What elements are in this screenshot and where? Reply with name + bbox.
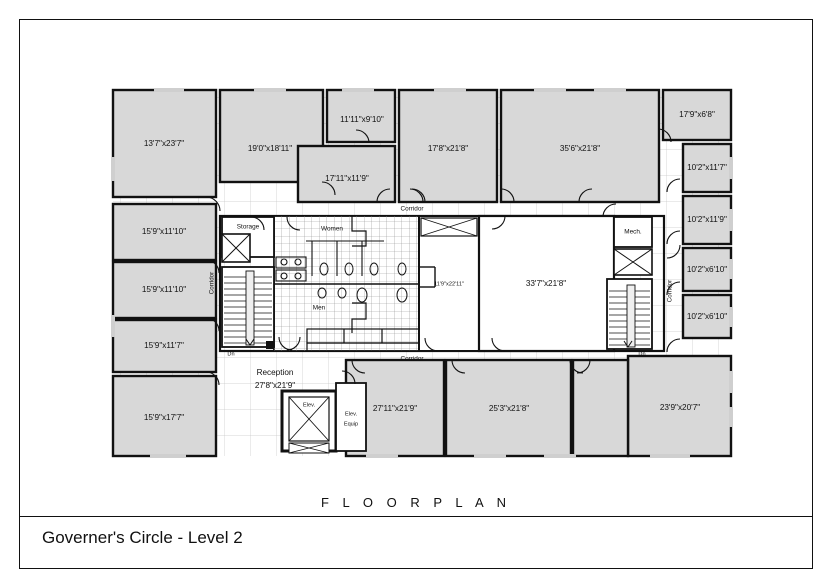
room-25-3x21-8 [444,358,573,458]
label-room-17-8x21-8: 17'8"x21'8" [428,144,468,153]
room-17-11x11-9 [296,144,397,204]
central-core [218,214,666,353]
rooms-left-column [111,88,218,458]
label-corridor-top: Corridor [400,206,424,213]
label-room-15-9x17-7: 15'9"x17'7" [144,413,184,422]
room-33-7x21-8 [477,214,616,353]
label-room-10-2x11-7: 10'2"x11'7" [687,163,727,172]
rooms-top-row [218,88,661,204]
label-reception-dim: 27'8"x21'9" [255,381,295,390]
room-10-2x6-10a [681,246,733,293]
label-reception-name: Reception [257,368,294,377]
room-23-9x20-7 [626,354,733,458]
label-room-10-2x11-9: 10'2"x11'9" [687,215,727,224]
room-35-6x21-8 [499,88,661,204]
label-stair-left-dn: Dn [227,351,234,357]
room-labels: 13'7"x23'7" 15'9"x11'10" 15'9"x11'10" 15… [142,110,727,427]
label-room-15-9x11-10b: 15'9"x11'10" [142,285,186,294]
sheet-title: Governer's Circle - Level 2 [42,528,243,547]
mech-room [613,216,653,248]
room-10-2x11-7 [681,142,733,194]
shaft-mid [420,217,478,237]
label-room-15-9x11-7: 15'9"x11'7" [144,341,184,350]
label-room-11-9x22-11: 11'9"x22'11" [434,281,464,287]
door-swings [205,128,681,386]
room-15-9x17-7 [111,374,218,458]
title-block-divider [20,516,812,517]
room-bottom-gap [571,358,630,458]
label-room-25-3x21-8: 25'3"x21'8" [489,404,529,413]
label-corridor-right: Corridor [667,280,674,302]
window-marks [111,88,733,458]
label-corridor-left: Corridor [209,272,216,294]
label-room-11-11x9-10: 11'11"x9'10" [340,115,384,124]
label-room-17-9x6-8: 17'9"x6'8" [679,110,715,119]
label-room-19-0x18-11: 19'0"x18'11" [248,144,292,153]
label-room-33-7x21-8: 33'7"x21'8" [526,279,566,288]
drawing-sheet: 13'7"x23'7" 15'9"x11'10" 15'9"x11'10" 15… [19,19,813,569]
label-elev-equip-2: Equip [344,421,358,427]
label-room-10-2x6-10b: 10'2"x6'10" [687,312,727,321]
floor-plan-svg: 13'7"x23'7" 15'9"x11'10" 15'9"x11'10" 15… [111,88,733,458]
label-stair-right-dn: Dn [638,351,645,357]
label-room-27-11x21-9: 27'11"x21'9" [373,404,417,413]
label-women: Women [321,226,343,233]
room-10-2x11-9 [681,194,733,246]
label-room-23-9x20-7: 23'9"x20'7" [660,403,700,412]
label-elev: Elev. [303,402,315,408]
label-mech: Mech. [624,229,642,236]
label-room-35-6x21-8: 35'6"x21'8" [560,144,600,153]
room-15-9x11-10b [111,260,218,320]
label-men: Men [313,305,326,312]
floor-plan-drawing: 13'7"x23'7" 15'9"x11'10" 15'9"x11'10" 15… [94,71,750,475]
storage-and-stair-left [221,216,275,349]
room-15-9x11-10a [111,202,218,262]
restroom-block [273,215,420,352]
rooms-bottom-row [344,358,630,458]
label-storage: Storage [237,224,260,231]
label-room-17-11x11-9: 17'11"x11'9" [325,174,369,183]
room-11-11x9-10 [325,88,397,144]
elevator-equip-room [335,382,367,452]
rooms-right-column [626,88,733,458]
label-corridor-bottom: Corridor [400,356,424,363]
room-15-9x11-7 [111,318,218,374]
label-elev-equip-1: Elev. [345,411,357,417]
label-room-13-7x23-7: 13'7"x23'7" [144,139,184,148]
room-11-9x22-11 [418,215,480,352]
label-room-15-9x11-10a: 15'9"x11'10" [142,227,186,236]
room-17-9x6-8 [661,88,733,142]
plan-caption: F L O O R P L A N [320,495,511,510]
elevator-group [280,382,367,454]
label-room-10-2x6-10a: 10'2"x6'10" [687,265,727,274]
mech-and-stair-right [606,216,653,350]
room-13-7x23-7 [111,88,218,199]
